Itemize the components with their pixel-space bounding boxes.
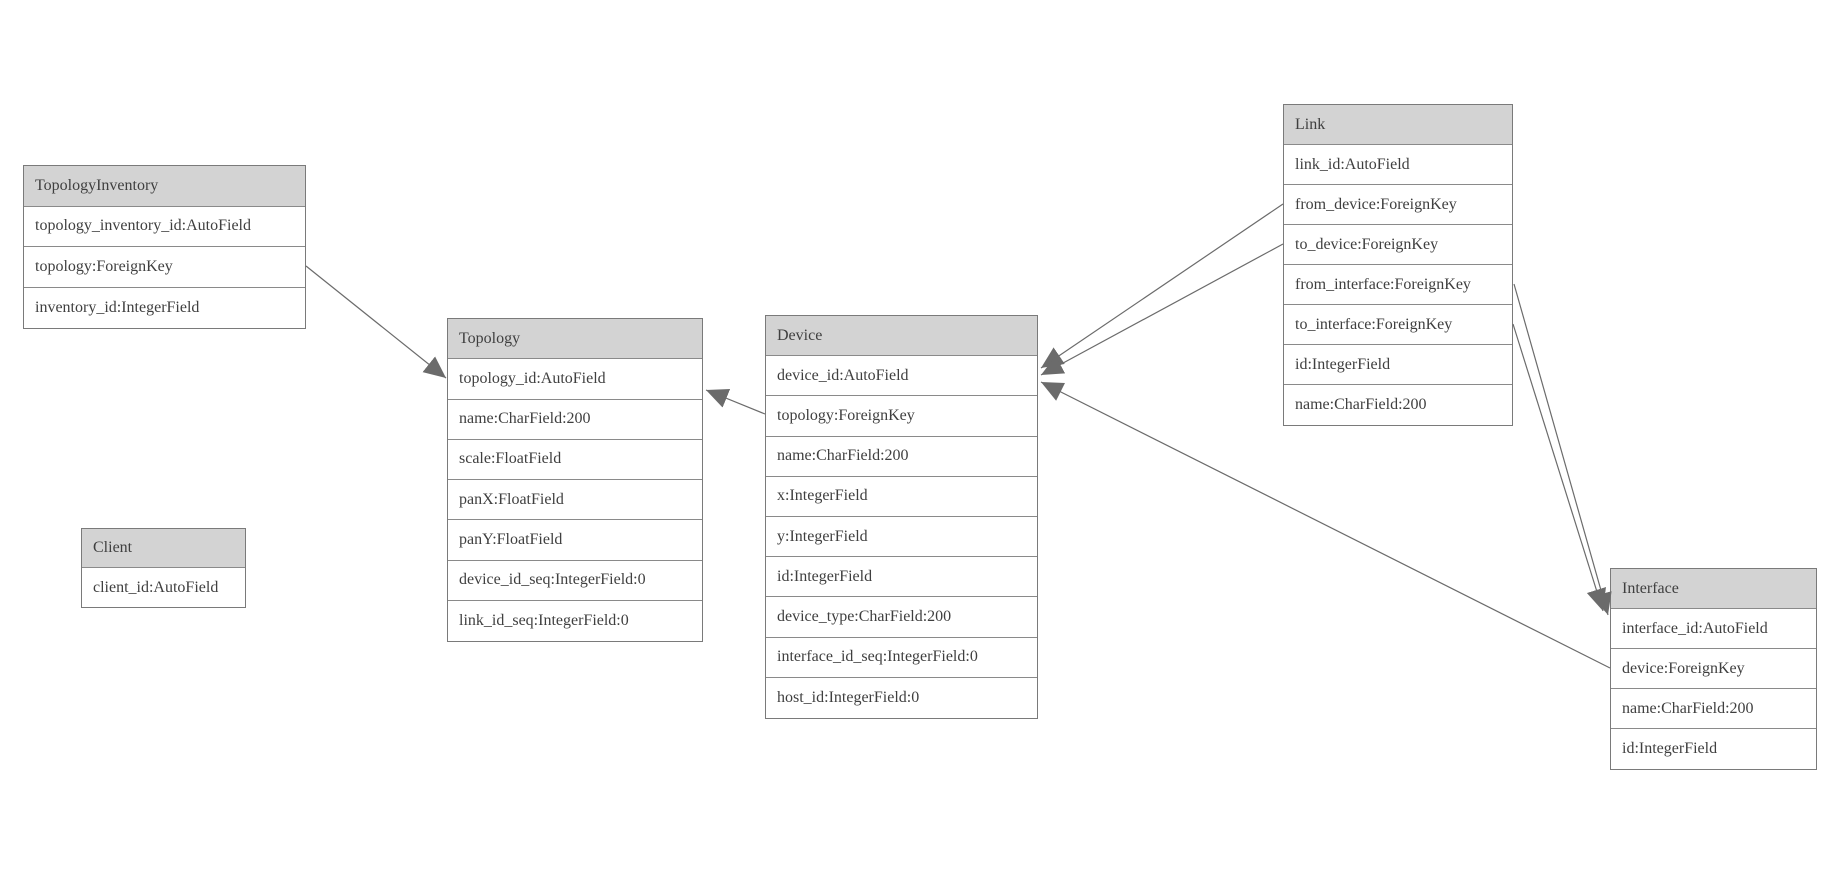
field-label: name:CharField:200 <box>1622 699 1754 717</box>
field-label: to_device:ForeignKey <box>1295 235 1439 253</box>
table-title: Client <box>93 539 133 556</box>
field-topology: topology:ForeignKey <box>24 247 305 288</box>
field-to_device: to_device:ForeignKey <box>1284 225 1512 265</box>
table-header-topology: Topology <box>448 319 702 360</box>
field-label: to_interface:ForeignKey <box>1295 315 1453 333</box>
field-label: name:CharField:200 <box>459 410 591 428</box>
field-label: panY:FloatField <box>459 530 563 548</box>
field-label: device_id:AutoField <box>777 366 909 384</box>
field-device_id: device_id:AutoField <box>766 356 1037 397</box>
field-id: id:IntegerField <box>1284 345 1512 385</box>
relationship-line-device-topology <box>705 389 766 415</box>
table-header-link: Link <box>1284 105 1512 145</box>
field-label: topology_inventory_id:AutoField <box>35 217 251 235</box>
field-interface_id_seq: interface_id_seq:IntegerField:0 <box>766 637 1037 678</box>
field-inventory_id: inventory_id:IntegerField <box>24 287 305 328</box>
field-host_id: host_id:IntegerField:0 <box>766 677 1037 718</box>
table-device: Device device_id:AutoField topology:Foreig… <box>765 315 1038 719</box>
field-id: id:IntegerField <box>1611 729 1816 769</box>
field-label: topology:ForeignKey <box>35 257 173 275</box>
table-header-device: Device <box>766 316 1037 357</box>
field-topology: topology:ForeignKey <box>766 396 1037 437</box>
table-title: TopologyInventory <box>35 176 159 194</box>
relationship-line-link-to-device-device <box>1040 243 1284 376</box>
field-id: id:IntegerField <box>766 557 1037 598</box>
field-label: link_id_seq:IntegerField:0 <box>459 611 629 629</box>
field-device: device:ForeignKey <box>1611 649 1816 689</box>
field-device_type: device_type:CharField:200 <box>766 597 1037 638</box>
field-label: panX:FloatField <box>459 490 564 508</box>
field-from_device: from_device:ForeignKey <box>1284 185 1512 225</box>
field-x: x:IntegerField <box>766 476 1037 517</box>
table-header-interface: Interface <box>1611 569 1816 609</box>
field-label: x:IntegerField <box>777 487 868 505</box>
field-to_interface: to_interface:ForeignKey <box>1284 305 1512 345</box>
field-device_id_seq: device_id_seq:IntegerField:0 <box>448 560 702 601</box>
relationship-line-link-to-interface-interface <box>1512 323 1606 612</box>
field-link_id: link_id:AutoField <box>1284 145 1512 185</box>
field-label: id:IntegerField <box>1295 355 1391 373</box>
table-topology: Topology topology_id:AutoField name:CharFi… <box>447 318 703 642</box>
field-label: interface_id:AutoField <box>1622 619 1768 637</box>
field-name: name:CharField:200 <box>1284 385 1512 425</box>
field-y: y:IntegerField <box>766 516 1037 558</box>
field-label: interface_id_seq:IntegerField:0 <box>777 648 978 666</box>
table-header-topologyinventory: TopologyInventory <box>24 166 305 207</box>
relationship-line-link-from-device-device <box>1040 203 1284 369</box>
table-topologyinventory: TopologyInventory topology_inventory_id:A… <box>23 165 306 329</box>
table-client: Client client_id:AutoField <box>81 528 246 608</box>
field-label: device:ForeignKey <box>1622 659 1745 677</box>
field-label: device_id_seq:IntegerField:0 <box>459 571 646 589</box>
field-label: topology_id:AutoField <box>459 369 606 387</box>
field-label: client_id:AutoField <box>93 578 219 596</box>
table-title: Topology <box>459 329 521 347</box>
field-label: inventory_id:IntegerField <box>35 298 200 316</box>
field-label: scale:FloatField <box>459 450 562 468</box>
field-scale: scale:FloatField <box>448 439 702 480</box>
field-topology_id: topology_id:AutoField <box>448 359 702 400</box>
field-label: from_device:ForeignKey <box>1295 195 1457 213</box>
table-title: Device <box>777 326 823 344</box>
field-from_interface: from_interface:ForeignKey <box>1284 265 1512 305</box>
field-label: link_id:AutoField <box>1295 155 1410 173</box>
field-label: y:IntegerField <box>777 527 868 545</box>
field-panX: panX:FloatField <box>448 480 702 521</box>
table-link: Link link_id:AutoField from_device:Foreign… <box>1283 104 1513 426</box>
field-name: name:CharField:200 <box>448 399 702 440</box>
field-client_id: client_id:AutoField <box>82 568 245 607</box>
relationship-line-link-from-interface-interface <box>1513 283 1612 616</box>
table-header-client: Client <box>82 529 245 568</box>
field-label: id:IntegerField <box>777 567 873 585</box>
field-interface_id: interface_id:AutoField <box>1611 609 1816 649</box>
field-link_id_seq: link_id_seq:IntegerField:0 <box>448 600 702 641</box>
field-label: name:CharField:200 <box>1295 396 1427 413</box>
relationship-line-topologyinventory-topology <box>305 265 447 379</box>
field-panY: panY:FloatField <box>448 520 702 561</box>
field-label: id:IntegerField <box>1622 740 1718 757</box>
field-name: name:CharField:200 <box>766 436 1037 477</box>
field-label: from_interface:ForeignKey <box>1295 275 1471 293</box>
table-interface: Interface interface_id:AutoField device:Fo… <box>1610 568 1817 770</box>
table-title: Interface <box>1622 579 1679 597</box>
table-title: Link <box>1295 115 1326 133</box>
field-label: name:CharField:200 <box>777 447 909 465</box>
field-topology_inventory_id: topology_inventory_id:AutoField <box>24 206 305 247</box>
field-name: name:CharField:200 <box>1611 689 1816 729</box>
field-label: host_id:IntegerField:0 <box>777 688 920 706</box>
field-label: topology:ForeignKey <box>777 406 915 424</box>
field-label: device_type:CharField:200 <box>777 607 952 625</box>
